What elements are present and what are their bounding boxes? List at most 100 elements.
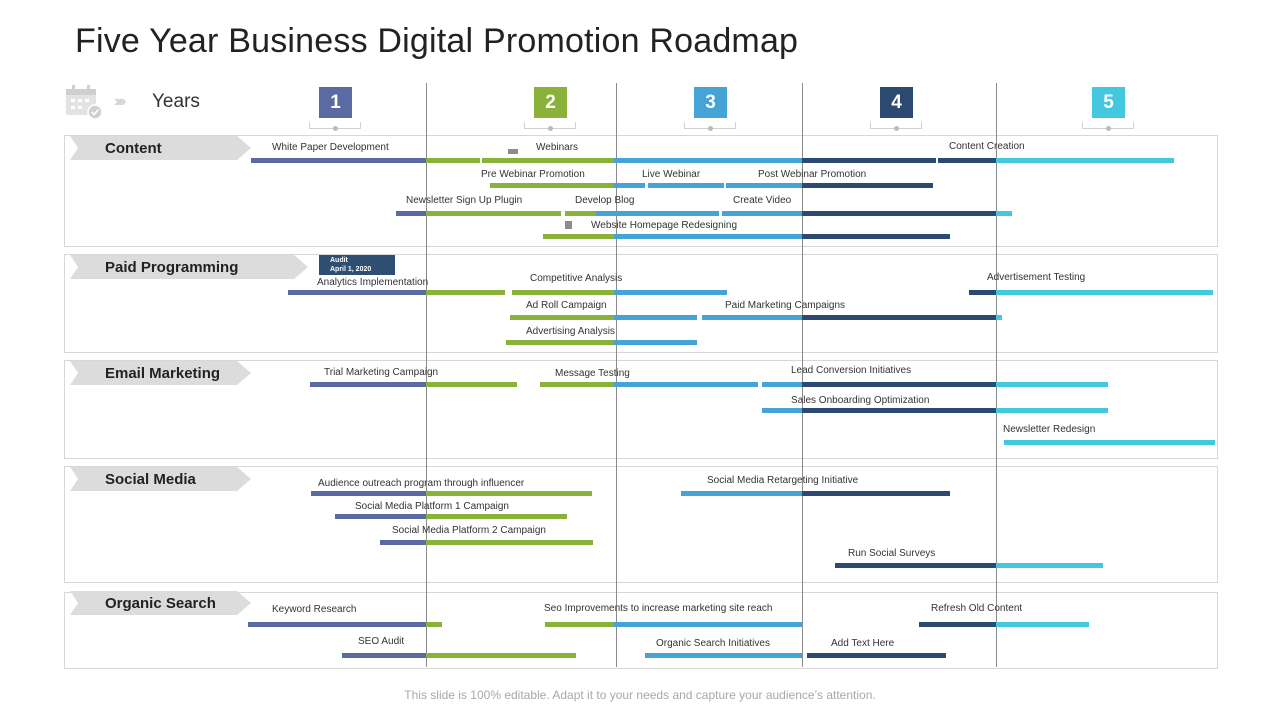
timeline-bar <box>722 211 802 216</box>
timeline-bar <box>614 382 758 387</box>
timeline-bar <box>251 158 426 163</box>
timeline-bar <box>802 211 996 216</box>
timeline-bar <box>426 653 576 658</box>
year-badge-5: 5 <box>1092 87 1125 118</box>
section-tag-social-media: Social Media <box>70 467 251 491</box>
homepage-marker <box>565 221 572 229</box>
timeline-bar <box>614 290 727 295</box>
timeline-bar <box>614 234 802 239</box>
bracket-dot <box>894 126 899 131</box>
webinar-marker <box>508 149 518 154</box>
timeline-bar <box>565 211 596 216</box>
task-label: Analytics Implementation <box>317 277 429 288</box>
timeline-bar <box>335 514 426 519</box>
task-label: Webinars <box>536 142 579 153</box>
task-label: Advertising Analysis <box>526 326 615 337</box>
timeline-bar <box>802 408 996 413</box>
task-label: Social Media Platform 1 Campaign <box>355 501 509 512</box>
bracket-dot <box>708 126 713 131</box>
year-badge-1: 1 <box>319 87 352 118</box>
timeline-bar <box>426 540 593 545</box>
task-label: Organic Search Initiatives <box>656 638 770 649</box>
task-label: Refresh Old Content <box>931 603 1023 614</box>
timeline-bar <box>545 622 614 627</box>
task-label: Run Social Surveys <box>848 548 936 559</box>
year-badge-4: 4 <box>880 87 913 118</box>
task-label: Ad Roll Campaign <box>526 300 607 311</box>
section-tag-email-marketing: Email Marketing <box>70 361 251 385</box>
timeline-bar <box>1004 440 1215 445</box>
timeline-bar <box>996 315 1002 320</box>
year-divider-line <box>426 83 427 667</box>
task-label: Seo Improvements to increase marketing s… <box>544 603 773 614</box>
task-label: Advertisement Testing <box>987 272 1086 283</box>
year-badge-bracket <box>524 118 576 131</box>
year-badge-bracket <box>1082 118 1134 131</box>
timeline-bar <box>996 211 1012 216</box>
timeline-bar <box>380 540 426 545</box>
timeline-bar <box>969 290 996 295</box>
section-tag-content: Content <box>70 136 251 160</box>
timeline-bar <box>426 382 517 387</box>
timeline-bar <box>996 158 1174 163</box>
timeline-bar <box>726 183 802 188</box>
bracket-dot <box>333 126 338 131</box>
timeline-bar <box>482 158 614 163</box>
timeline-bar <box>426 491 592 496</box>
timeline-bar <box>802 234 950 239</box>
timeline-bar <box>807 653 946 658</box>
task-label: Live Webinar <box>642 169 701 180</box>
task-label: Lead Conversion Initiatives <box>791 365 912 376</box>
timeline-bar <box>614 340 697 345</box>
task-label: Create Video <box>733 195 792 206</box>
chevrons-icon: ›››› <box>114 93 126 110</box>
task-label: SEO Audit <box>358 636 405 647</box>
task-label: Social Media Platform 2 Campaign <box>392 525 546 536</box>
timeline-bar <box>645 653 802 658</box>
section-content <box>64 135 1218 247</box>
timeline-bar <box>802 315 996 320</box>
year-badge-bracket <box>684 118 736 131</box>
timeline-bar <box>396 211 426 216</box>
timeline-bar <box>614 622 802 627</box>
timeline-bar <box>506 340 614 345</box>
section-tag-paid-programming: Paid Programming <box>70 255 308 279</box>
task-label: Message Testing <box>555 368 630 379</box>
timeline-bar <box>614 183 645 188</box>
timeline-bar <box>426 211 561 216</box>
timeline-bar <box>596 211 719 216</box>
timeline-bar <box>802 382 996 387</box>
task-label: Paid Marketing Campaigns <box>725 300 846 311</box>
bracket-dot <box>548 126 553 131</box>
timeline-bar <box>426 290 505 295</box>
task-label: Pre Webinar Promotion <box>481 169 585 180</box>
timeline-bar <box>996 622 1089 627</box>
timeline-bar <box>802 491 950 496</box>
year-badge-3: 3 <box>694 87 727 118</box>
audit-milestone-date: April 1, 2020 <box>330 266 372 273</box>
timeline-bar <box>342 653 426 658</box>
timeline-bar <box>762 408 802 413</box>
slide-title: Five Year Business Digital Promotion Roa… <box>75 22 799 60</box>
timeline-bar <box>919 622 996 627</box>
timeline-bar <box>288 290 426 295</box>
timeline-bar <box>426 622 442 627</box>
timeline-bar <box>996 563 1103 568</box>
year-divider-line <box>802 83 803 667</box>
timeline-bar <box>614 158 802 163</box>
timeline-bar <box>510 315 614 320</box>
year-divider-line <box>996 83 997 667</box>
task-label: Sales Onboarding Optimization <box>791 395 930 406</box>
timeline-bar <box>426 514 567 519</box>
task-label: Competitive Analysis <box>530 273 623 284</box>
task-label: Newsletter Sign Up Plugin <box>406 195 523 206</box>
timeline-bar <box>996 408 1108 413</box>
timeline-bar <box>996 382 1108 387</box>
task-label: Post Webinar Promotion <box>758 169 867 180</box>
timeline-bar <box>311 491 426 496</box>
task-label: Audience outreach program through influe… <box>318 478 525 489</box>
task-label: Content Creation <box>949 141 1025 152</box>
section-organic-search <box>64 592 1218 669</box>
timeline-bar <box>310 382 426 387</box>
audit-milestone-title: Audit <box>330 257 348 264</box>
